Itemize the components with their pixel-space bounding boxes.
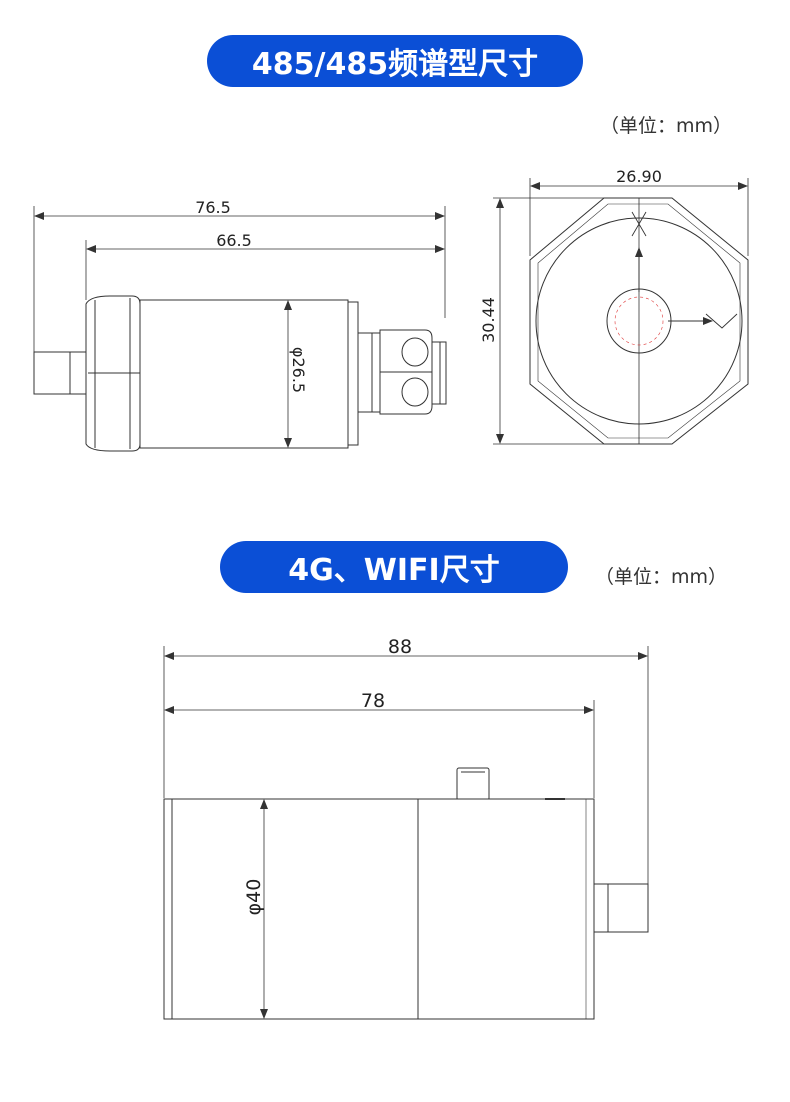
right-connector xyxy=(593,883,649,933)
section1-end-view xyxy=(493,178,749,445)
diameter-label-2: φ40 xyxy=(243,879,265,916)
section1-unit-label: （单位：mm） xyxy=(600,115,733,137)
cylinder-body xyxy=(163,798,595,1020)
section1-title: 485/485频谱型尺寸 xyxy=(251,47,539,82)
body-length-label: 66.5 xyxy=(216,231,252,250)
end-width-label: 26.90 xyxy=(616,167,662,186)
section1-side-view xyxy=(33,206,447,452)
end-height-label: 30.44 xyxy=(479,297,498,343)
overall-length-label-2: 88 xyxy=(388,636,412,658)
diameter-label: φ26.5 xyxy=(289,347,308,393)
end-cap xyxy=(347,301,359,446)
section2-unit-label: （单位：mm） xyxy=(595,566,728,588)
left-connector xyxy=(33,351,87,395)
overall-length-label: 76.5 xyxy=(195,198,231,217)
gland-base xyxy=(357,332,381,413)
section1-title-badge: 485/485频谱型尺寸 xyxy=(207,35,583,87)
section2-title: 4G、WIFI尺寸 xyxy=(288,553,500,588)
section2-side-view xyxy=(163,646,649,1020)
section2-title-badge: 4G、WIFI尺寸 xyxy=(220,541,568,593)
top-button xyxy=(456,767,490,801)
cable-stub xyxy=(431,341,447,405)
sensor-body xyxy=(139,299,349,449)
body-length-label-2: 78 xyxy=(361,690,385,712)
